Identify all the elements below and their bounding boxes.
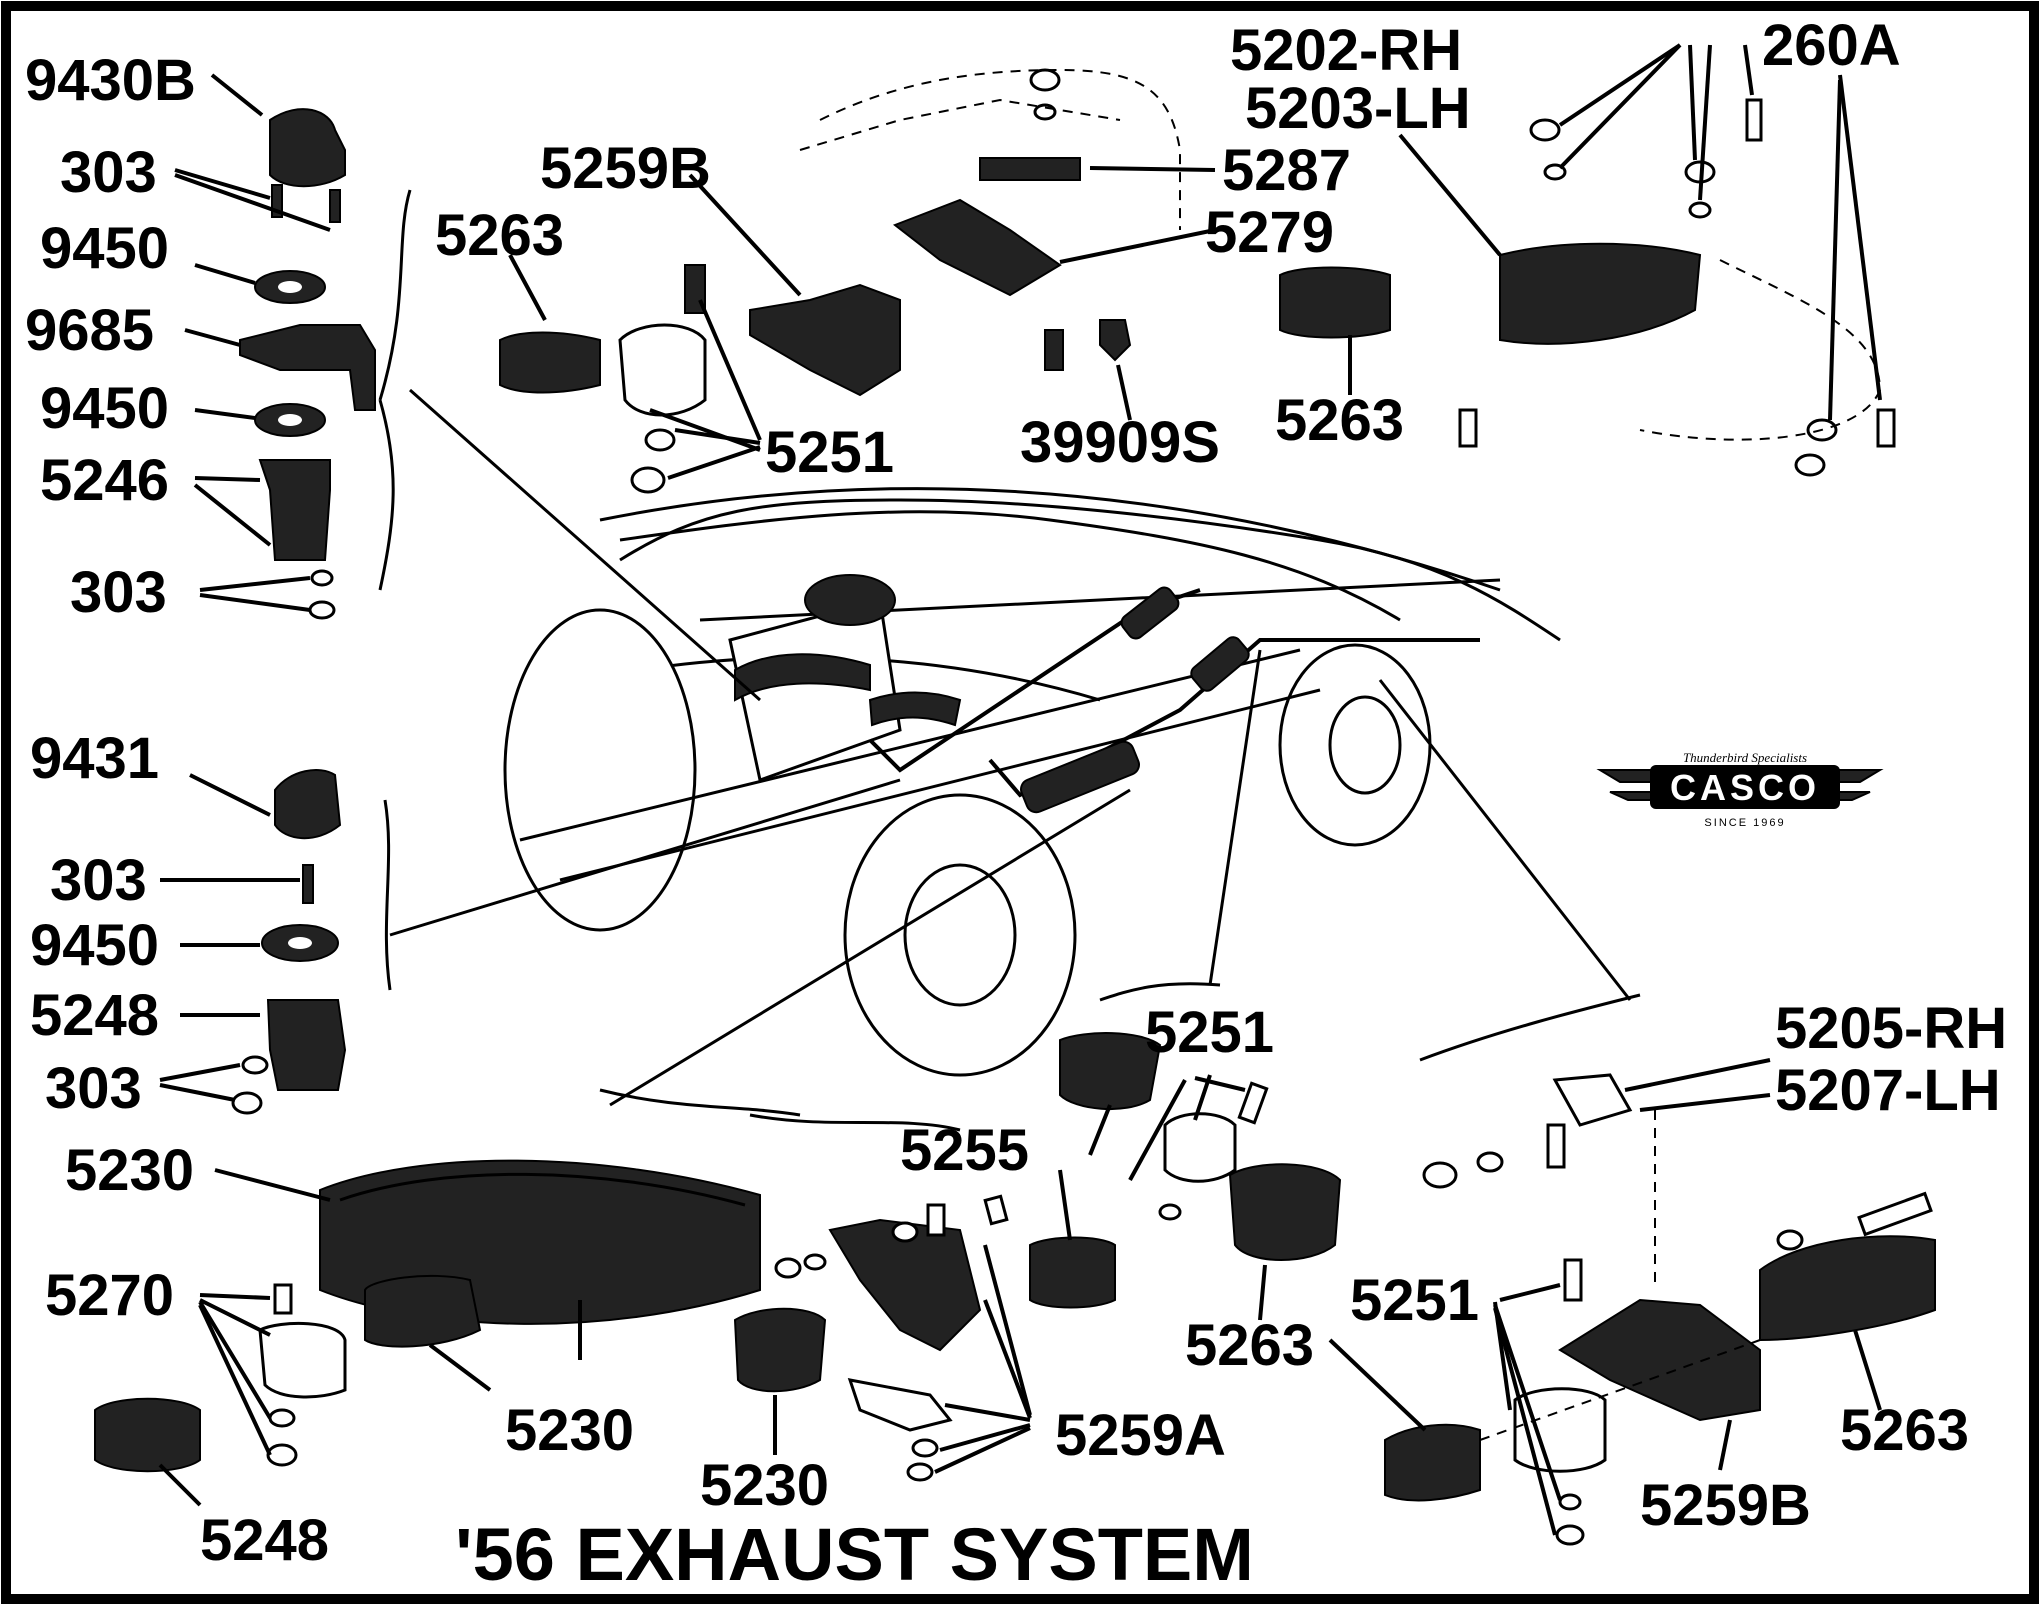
part-bolt-260a [1745, 98, 1763, 142]
part-washer-303-b [241, 1055, 269, 1075]
label-5279: 5279 [1205, 200, 1334, 265]
label-5203-lh: 5203-LH [1245, 76, 1471, 141]
label-9430b: 9430B [25, 48, 196, 113]
exhaust-manifold-right [868, 691, 962, 727]
label-5230-c: 5230 [700, 1453, 829, 1518]
part-bracket-5259b-b [1558, 1298, 1761, 1422]
part-nut-303-b [231, 1091, 263, 1115]
part-nut-303 [308, 600, 336, 620]
label-5263-d: 5263 [1840, 1398, 1969, 1463]
part-manifold-adapter-9431 [274, 769, 342, 840]
part-labels: 9430B 303 9450 9685 9450 5246 303 9431 3… [25, 13, 2007, 1573]
part-bracket-5259b [749, 283, 901, 397]
label-5259b-b: 5259B [1640, 1473, 1811, 1538]
muffler-rear [1190, 636, 1250, 692]
leader-arrows [158, 43, 1882, 1536]
casco-logo: CASCO Thunderbird Specialists SINCE 1969 [1596, 750, 1884, 829]
label-5230-a: 5230 [65, 1138, 194, 1203]
part-pipe-5263-d [1759, 1235, 1936, 1342]
logo-tagline: Thunderbird Specialists [1683, 750, 1807, 765]
logo-since: SINCE 1969 [1704, 817, 1785, 829]
label-39909s: 39909S [1020, 410, 1220, 475]
part-pipe-5263-b [1279, 266, 1391, 339]
label-5287: 5287 [1222, 138, 1351, 203]
label-303-c: 303 [50, 848, 147, 913]
chassis-leader-lines [389, 388, 1632, 1107]
label-5251-a: 5251 [765, 420, 894, 485]
label-9450-a: 9450 [40, 216, 169, 281]
label-5207-lh: 5207-LH [1775, 1058, 2001, 1123]
label-303-a: 303 [60, 140, 157, 205]
front-wheel-left [503, 608, 697, 932]
label-5255: 5255 [900, 1118, 1029, 1183]
label-5259a: 5259A [1055, 1403, 1226, 1468]
label-5230-b: 5230 [505, 1398, 634, 1463]
logo-badge [1650, 765, 1840, 809]
label-5248-a: 5248 [30, 983, 159, 1048]
part-pipe-5263-c [1228, 1163, 1342, 1261]
label-9450-b: 9450 [40, 376, 169, 441]
part-screw-39909s [1099, 319, 1132, 362]
label-5270: 5270 [45, 1263, 174, 1328]
part-tail-pipe-5202 [1499, 242, 1702, 345]
label-5259b-a: 5259B [540, 136, 711, 201]
label-303-b: 303 [70, 560, 167, 625]
muffler-upper [1120, 586, 1180, 640]
air-cleaner [804, 574, 896, 626]
part-strap-5259a [847, 1378, 953, 1432]
part-plate-5287 [979, 157, 1081, 181]
part-manifold-adapter-9430b [269, 108, 346, 188]
label-260a: 260A [1762, 13, 1901, 78]
part-bracket-5259a [828, 1218, 982, 1352]
label-5251-b: 5251 [1145, 1000, 1274, 1065]
part-nut-260a [1529, 118, 1561, 142]
part-flange-9685 [239, 324, 376, 411]
label-5263-b: 5263 [1275, 388, 1404, 453]
label-5205-rh: 5205-RH [1775, 996, 2007, 1061]
label-5248-b: 5248 [200, 1508, 329, 1573]
car-chassis-illustration [503, 486, 1501, 1077]
part-pipe-5263 [499, 331, 601, 394]
part-bolt-5279 [1044, 329, 1064, 371]
part-bracket-5205 [1552, 1073, 1633, 1127]
part-washer-303 [310, 569, 334, 587]
part-muffler-inlet-5230 [364, 1274, 482, 1348]
part-stud-303 [302, 864, 314, 904]
logo-name: CASCO [1670, 767, 1820, 808]
part-clamp-5251-b [1163, 1112, 1237, 1183]
exhaust-pipe-right [988, 638, 1480, 798]
part-pipe-5248 [94, 1397, 201, 1473]
part-pipe-5263-e [1384, 1423, 1481, 1502]
label-9450-c: 9450 [30, 913, 159, 978]
part-clamp-5270 [258, 1322, 347, 1399]
label-9431: 9431 [30, 726, 159, 791]
muffler-center [1020, 740, 1140, 814]
rear-wheel [1278, 643, 1432, 847]
diagram-title: '56 EXHAUST SYSTEM [455, 1513, 1254, 1596]
label-5246: 5246 [40, 448, 169, 513]
label-5263-a: 5263 [435, 203, 564, 268]
label-5251-c: 5251 [1350, 1268, 1479, 1333]
front-wheel-right [843, 793, 1077, 1077]
section-curves [378, 189, 1641, 1132]
part-clamp-5251 [618, 323, 707, 417]
label-9685: 9685 [25, 298, 154, 363]
part-pipe-5255-b [1029, 1236, 1116, 1309]
part-heat-riser-5248 [266, 999, 347, 1091]
part-pipe-5255-a [1059, 1032, 1162, 1110]
part-studs-303 [271, 184, 341, 223]
part-heat-riser-5246 [258, 459, 331, 561]
exhaust-manifold-left [734, 653, 871, 702]
label-5263-c: 5263 [1185, 1313, 1314, 1378]
part-hanger-5279 [892, 198, 1062, 297]
label-303-d: 303 [45, 1056, 142, 1121]
part-pipe-5230-b [733, 1307, 827, 1393]
part-clamp-5251-c [1513, 1387, 1607, 1473]
part-nut-top [1029, 68, 1061, 92]
label-5202-rh: 5202-RH [1230, 18, 1462, 83]
